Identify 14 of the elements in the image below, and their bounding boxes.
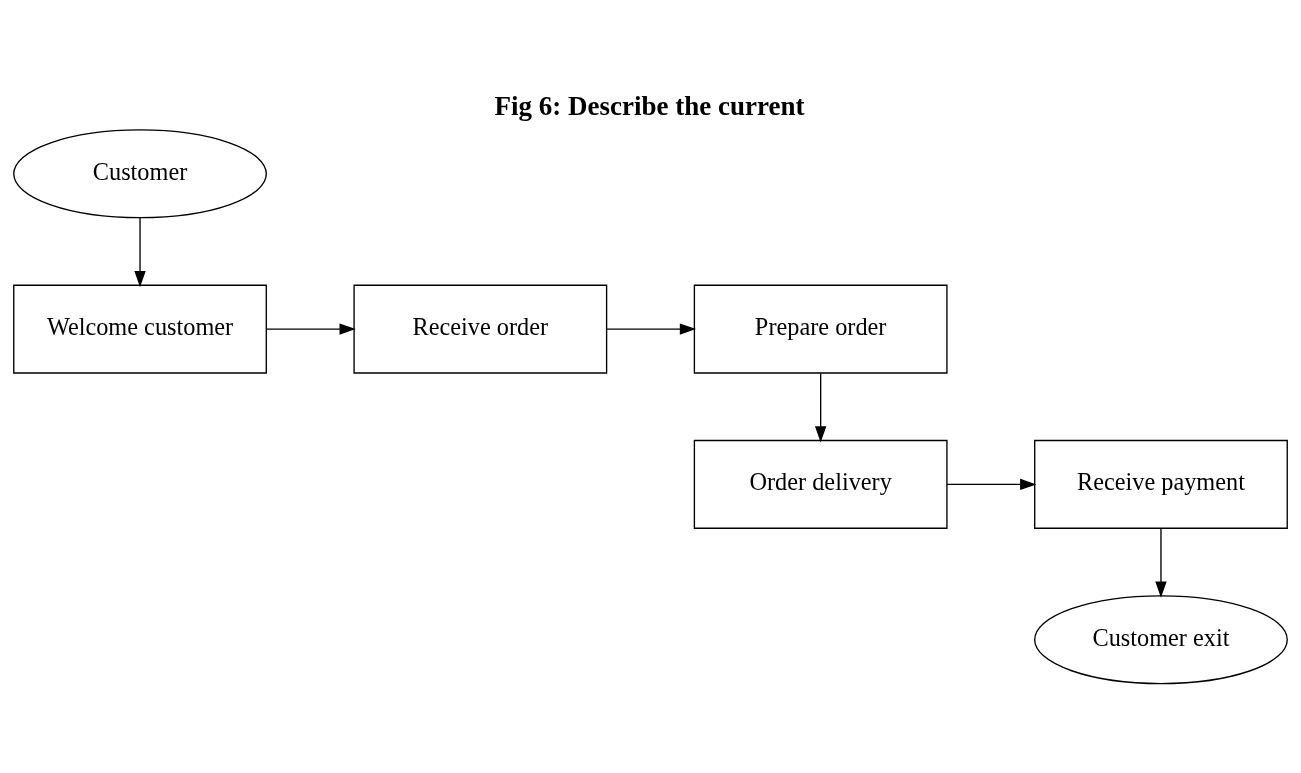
node-box: Receive order [353,284,608,374]
node-box: Welcome customer [13,284,267,374]
diagram-title: Fig 6: Describe the current [494,91,805,122]
arrow [265,323,356,335]
node-box: Order delivery [693,439,948,529]
arrow [134,217,146,288]
arrow [1155,528,1167,598]
arrow [605,323,697,335]
arrow [946,478,1037,491]
arrow [814,372,827,443]
node-box: Prepare order [693,284,948,374]
node-ellipse: Customer exit [1034,595,1288,685]
node-ellipse: Customer [13,129,267,219]
node-box: Receive payment [1034,439,1288,529]
